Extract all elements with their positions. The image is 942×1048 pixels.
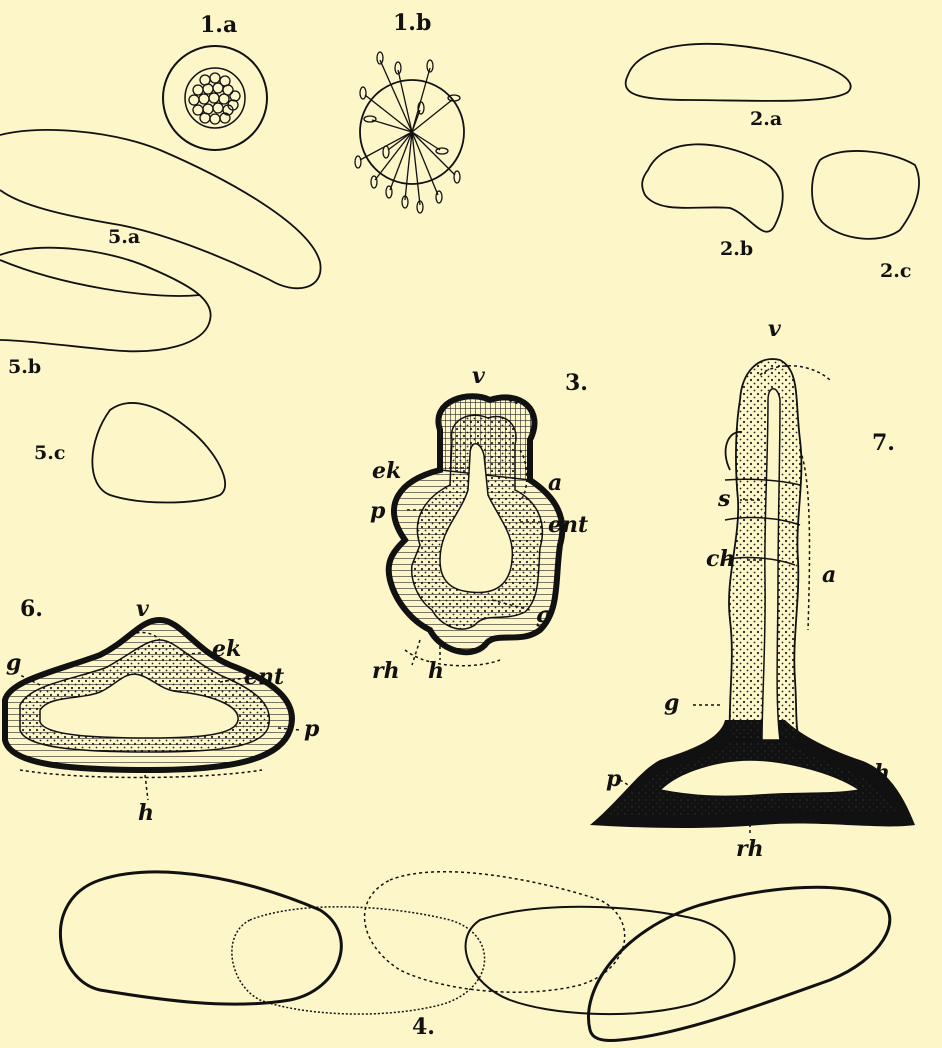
fig7-label-rh: rh bbox=[736, 838, 764, 860]
fig3-label-g: g bbox=[536, 604, 551, 626]
label-fig-2a: 2.a bbox=[750, 110, 782, 129]
fig3-label-rh: rh bbox=[372, 660, 400, 682]
fig3-label-h: h bbox=[428, 660, 444, 682]
fig6-label-p: p bbox=[304, 718, 319, 740]
figure-2 bbox=[626, 44, 919, 239]
label-fig-1b: 1.b bbox=[393, 12, 431, 34]
fig7-label-s: s bbox=[718, 488, 730, 510]
label-fig-2c: 2.c bbox=[880, 262, 911, 281]
label-fig-3: 3. bbox=[565, 372, 588, 394]
figure-7 bbox=[590, 359, 915, 828]
fig7-label-a: a bbox=[822, 564, 836, 586]
fig7-label-p: p bbox=[606, 768, 621, 790]
fig7-label-h: h bbox=[874, 762, 890, 784]
fig6-label-v: v bbox=[136, 598, 149, 620]
fig3-label-ek: ek bbox=[372, 460, 401, 482]
label-fig-2b: 2.b bbox=[720, 240, 753, 259]
fig6-label-g: g bbox=[6, 652, 21, 674]
fig3-label-v: v bbox=[472, 365, 485, 387]
figure-1a bbox=[163, 46, 267, 150]
fig6-label-ent: ent bbox=[244, 666, 284, 688]
fig6-label-h: h bbox=[138, 802, 154, 824]
label-fig-1a: 1.a bbox=[200, 14, 237, 36]
label-fig-4: 4. bbox=[412, 1016, 435, 1038]
fig6-label-ek: ek bbox=[212, 638, 241, 660]
label-fig-6: 6. bbox=[20, 598, 43, 620]
label-fig-7: 7. bbox=[872, 432, 895, 454]
fig7-label-g: g bbox=[664, 692, 679, 714]
fig3-label-ent: ent bbox=[548, 514, 588, 536]
fig7-label-v: v bbox=[768, 318, 781, 340]
fig3-label-a: a bbox=[548, 472, 562, 494]
label-fig-5a: 5.a bbox=[108, 228, 140, 247]
figure-1b bbox=[355, 52, 464, 213]
fig7-label-ch: ch bbox=[706, 548, 735, 570]
label-fig-5b: 5.b bbox=[8, 358, 41, 377]
figure-6 bbox=[5, 620, 292, 770]
figure-4 bbox=[60, 872, 889, 1041]
fig3-label-p: p bbox=[370, 500, 385, 522]
label-fig-5c: 5.c bbox=[34, 444, 65, 463]
